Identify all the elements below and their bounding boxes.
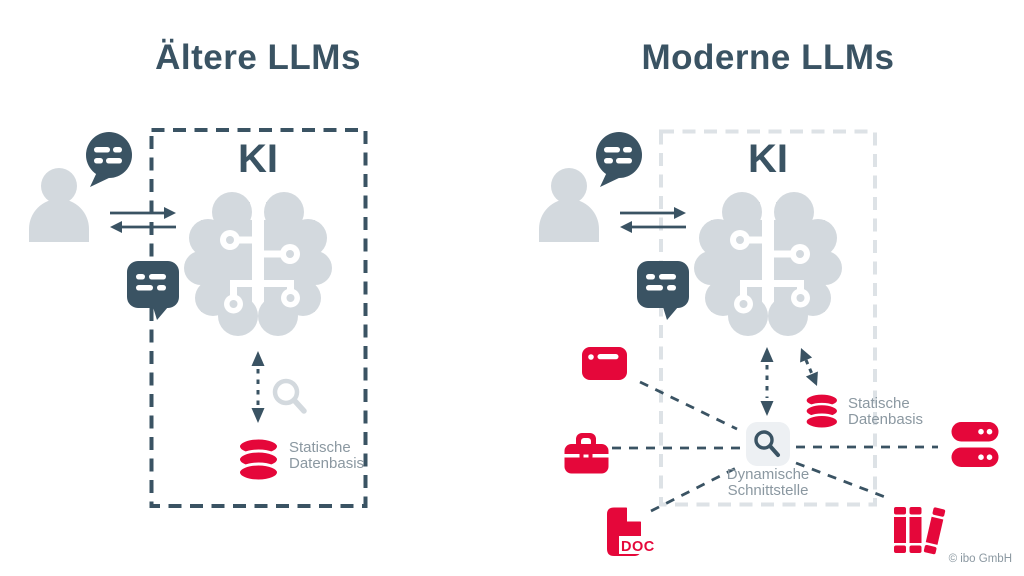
chat-bubble-icon <box>596 132 642 187</box>
user-icon <box>29 168 89 242</box>
briefcase-icon <box>564 433 609 474</box>
dynamic-interface-label-line2: Schnittstelle <box>727 482 809 499</box>
dynamic-interface-label-line1: Dynamische <box>726 466 810 483</box>
doc-file-icon: DOC <box>607 507 658 556</box>
right-database-label-line2: Datenbasis <box>848 411 924 428</box>
right-database-icon <box>804 392 840 430</box>
exchange-arrows-icon <box>618 205 688 235</box>
right-database-label-line1: Statische <box>848 395 910 412</box>
left-ki-dashed-box <box>149 128 368 508</box>
left-database-icon <box>237 436 280 483</box>
website-icon <box>582 347 627 380</box>
left-database-label-line2: Datenbasis <box>289 455 365 472</box>
database-arrow-icon <box>800 348 818 386</box>
left-ki-label: KI <box>238 137 278 181</box>
left-search-icon <box>272 378 307 414</box>
left-database-label: Statische Datenbasis <box>289 440 364 472</box>
website-connector-line <box>639 380 738 431</box>
server-icon <box>951 422 999 467</box>
left-panel-title: Ältere LLMs <box>155 38 361 77</box>
brain-icon <box>694 192 842 336</box>
right-ki-dashed-box <box>659 129 877 507</box>
copyright-note: © ibo GmbH <box>948 553 1012 565</box>
right-ki-label: KI <box>748 137 788 181</box>
left-database-label-line1: Statische <box>289 439 351 456</box>
right-panel-title: Moderne LLMs <box>641 38 895 77</box>
chat-bubble-icon <box>86 132 132 187</box>
doc-file-label: DOC <box>621 539 655 555</box>
books-icon <box>894 507 946 555</box>
right-query-arrow-icon <box>760 347 774 416</box>
brain-icon <box>184 192 332 336</box>
dynamic-interface-label: Dynamische Schnittstelle <box>702 467 834 499</box>
right-database-label: Statische Datenbasis <box>848 396 923 428</box>
user-icon <box>539 168 599 242</box>
interface-connector-lines <box>612 380 938 513</box>
dynamic-interface-search-icon <box>746 422 790 466</box>
exchange-arrows-icon <box>108 205 178 235</box>
left-query-arrow-icon <box>251 351 265 423</box>
